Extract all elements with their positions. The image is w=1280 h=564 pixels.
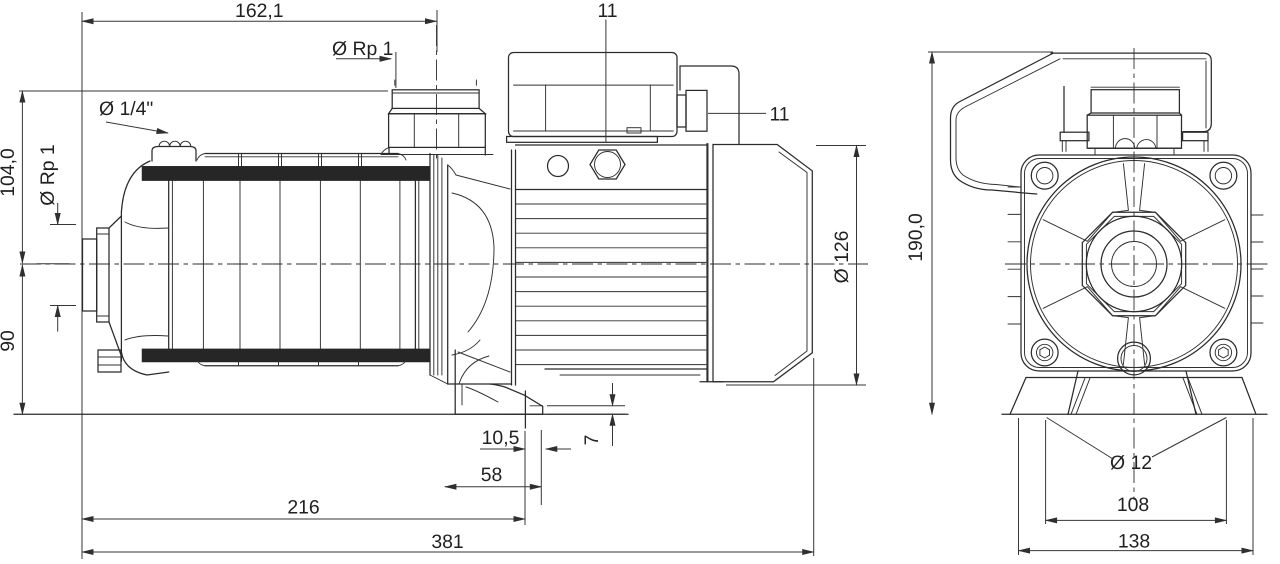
svg-text:104,0: 104,0 xyxy=(0,148,19,197)
svg-text:216: 216 xyxy=(287,496,319,518)
svg-text:10,5: 10,5 xyxy=(482,427,520,449)
svg-text:190,0: 190,0 xyxy=(905,213,927,262)
svg-text:108: 108 xyxy=(1117,494,1149,516)
svg-text:90: 90 xyxy=(0,330,19,352)
svg-text:Ø 1/4": Ø 1/4" xyxy=(99,98,153,120)
svg-text:162,1: 162,1 xyxy=(235,0,284,22)
svg-text:Ø Rp 1: Ø Rp 1 xyxy=(332,38,393,60)
svg-text:Ø 12: Ø 12 xyxy=(1110,452,1152,474)
svg-text:138: 138 xyxy=(1118,530,1150,552)
svg-text:Ø Rp 1: Ø Rp 1 xyxy=(37,144,59,205)
svg-text:11: 11 xyxy=(597,0,617,22)
svg-text:Ø 126: Ø 126 xyxy=(831,231,853,284)
svg-text:58: 58 xyxy=(481,464,503,486)
svg-text:7: 7 xyxy=(581,435,603,446)
svg-text:11: 11 xyxy=(769,103,789,125)
svg-text:381: 381 xyxy=(431,531,463,553)
